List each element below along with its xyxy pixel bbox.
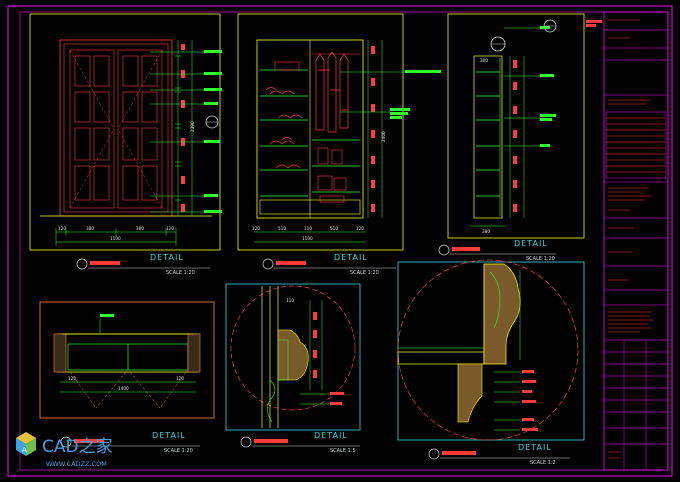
detail-scale-2: SCALE 1:20 <box>350 270 379 276</box>
cadzz-watermark: A CAD之家 WWW.CADZZ.COM <box>16 432 113 468</box>
cab-dim-4: 510 <box>330 226 338 231</box>
detail-title-2: DETAIL <box>334 253 368 262</box>
cab-dim-3: 110 <box>304 226 312 231</box>
detail-scale-4: SCALE 1:20 <box>164 448 193 454</box>
detail-title-1: DETAIL <box>150 253 184 262</box>
detail-caption-6: DETAIL SCALE 1:2 <box>428 443 570 466</box>
detail-scale-5: SCALE 1:5 <box>330 448 356 454</box>
door-dim-4: 120 <box>166 226 174 231</box>
door-dim-height: 2390 <box>190 121 195 132</box>
cab-dim-5: 120 <box>356 226 364 231</box>
cube-logo-icon: A <box>16 432 36 456</box>
cabinet-elevation: 120 510 110 510 120 1100 2400 <box>237 13 441 251</box>
detail-title-6: DETAIL <box>518 443 552 452</box>
watermark-brand: CAD之家 <box>42 437 113 457</box>
molding-profile: 110 <box>225 283 361 431</box>
tv-dim-total: 1400 <box>118 386 129 391</box>
sheet-inner-border <box>19 11 669 471</box>
door-dim-3: 380 <box>136 226 144 231</box>
watermark-url: WWW.CADZZ.COM <box>46 460 107 468</box>
cab-dim-total: 1100 <box>302 236 313 241</box>
detail-scale-1: SCALE 1:20 <box>166 270 195 276</box>
detail-caption-5: DETAIL SCALE 1:5 <box>240 431 360 454</box>
detail-scale-6: SCALE 1:2 <box>530 460 556 466</box>
door-dim-2: 380 <box>86 226 94 231</box>
door-dim-total: 1100 <box>110 236 121 241</box>
detail-caption-1: DETAIL SCALE 1:20 <box>76 253 210 276</box>
tv-cabinet: 120 120 1400 <box>39 301 215 419</box>
detail-title-5: DETAIL <box>314 431 348 440</box>
door-dim-1: 120 <box>58 226 66 231</box>
svg-text:A: A <box>22 446 27 454</box>
tv-dim-2: 120 <box>176 376 184 381</box>
title-block <box>603 11 669 471</box>
detail-caption-4: DETAIL SCALE 1:20 <box>60 431 200 454</box>
cab-dim-1: 120 <box>252 226 260 231</box>
profile-dim: 110 <box>286 298 294 303</box>
cab-dim-height: 2400 <box>381 131 386 142</box>
side-section: 300 380 <box>447 13 602 239</box>
door-elevation: 120 380 380 120 1100 2390 <box>29 13 222 251</box>
detail-caption-2: DETAIL SCALE 1:20 <box>262 253 396 276</box>
side-top-dim: 300 <box>480 58 488 63</box>
detail-title-3: DETAIL <box>514 239 548 248</box>
crown-molding <box>397 259 585 441</box>
tv-dim-1: 120 <box>68 376 76 381</box>
detail-title-4: DETAIL <box>152 431 186 440</box>
side-width-dim: 380 <box>482 229 490 234</box>
detail-caption-3: DETAIL SCALE 1:20 <box>438 239 556 262</box>
cab-dim-2: 510 <box>278 226 286 231</box>
detail-scale-3: SCALE 1:20 <box>526 256 555 262</box>
sheet-border <box>7 5 673 477</box>
